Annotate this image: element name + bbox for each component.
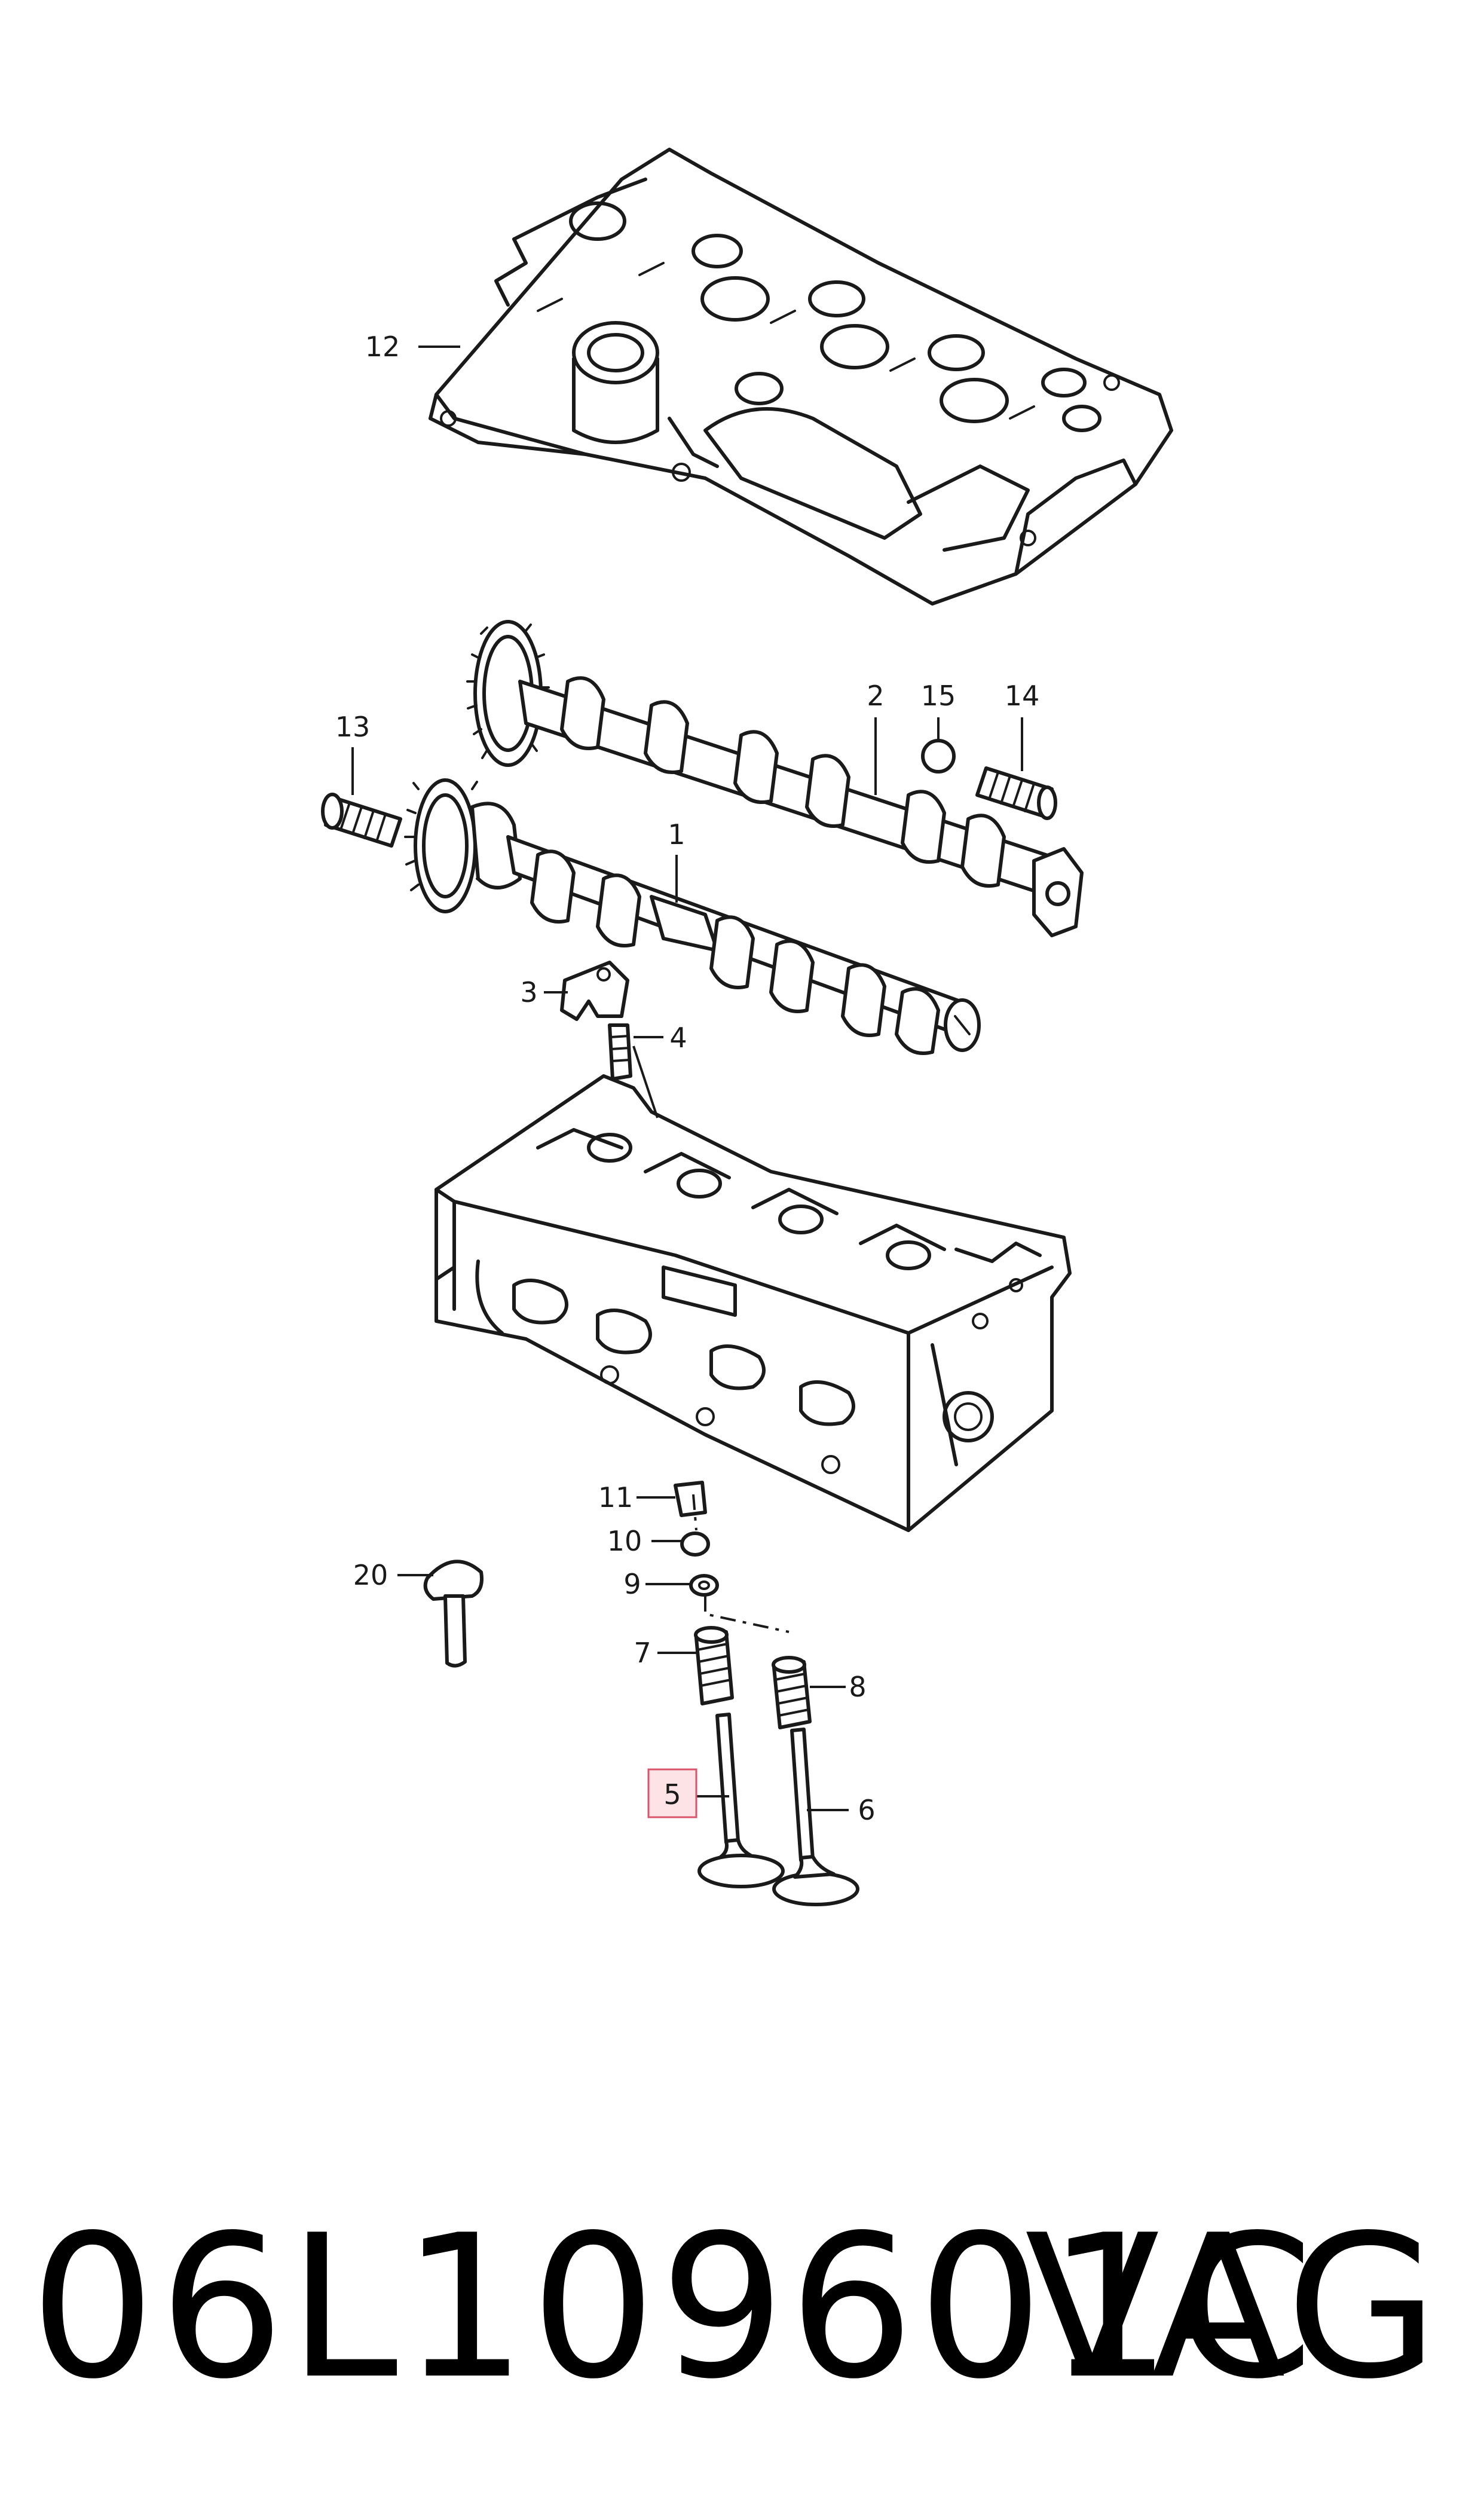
bolt-part-20	[423, 1560, 484, 1668]
callout-5[interactable]: 5	[663, 1778, 681, 1811]
brand-label: VAG	[1024, 2193, 1442, 2422]
ball-part-15	[921, 739, 956, 774]
callout-3[interactable]: 3	[520, 976, 537, 1008]
spring-retainer-part-10	[680, 1531, 710, 1557]
footer: 06L109601C VAG	[0, 2193, 1484, 2422]
valve-part-5	[697, 1713, 785, 1888]
valve-cotter-part-11	[674, 1481, 707, 1517]
plug-part-13	[321, 793, 402, 848]
callout-8[interactable]: 8	[849, 1671, 866, 1703]
callout-13[interactable]: 13	[335, 711, 371, 743]
callout-14[interactable]: 14	[1005, 680, 1040, 712]
part-number: 06L109601C	[30, 2193, 1317, 2422]
washer-part-9	[689, 1574, 719, 1597]
camshaft-upper	[466, 620, 1084, 937]
callout-10[interactable]: 10	[607, 1525, 642, 1557]
callout-11[interactable]: 11	[598, 1481, 634, 1514]
valve-spring-part-8	[772, 1656, 812, 1729]
callout-4[interactable]: 4	[669, 1022, 687, 1054]
callout-7[interactable]: 7	[634, 1637, 651, 1669]
callout-15[interactable]: 15	[921, 680, 956, 712]
plug-part-14	[975, 766, 1057, 820]
valve-spring-part-7	[694, 1626, 734, 1705]
valve-part-6	[772, 1728, 859, 1906]
bearing-cap-part-3	[560, 961, 629, 1021]
callout-1[interactable]: 1	[668, 818, 685, 851]
callout-12[interactable]: 12	[365, 331, 400, 363]
cylinder-head-cover	[429, 148, 1173, 606]
leader-lines	[351, 346, 1023, 1811]
camshaft-lower	[404, 778, 981, 1055]
callout-9[interactable]: 9	[623, 1568, 641, 1600]
cylinder-head	[435, 1074, 1072, 1532]
callout-20[interactable]: 20	[353, 1559, 388, 1591]
callout-2[interactable]: 2	[867, 680, 884, 712]
highlight-box-5	[647, 1768, 697, 1818]
hydraulic-element-part-4	[608, 1023, 632, 1081]
callout-6[interactable]: 6	[858, 1794, 875, 1826]
